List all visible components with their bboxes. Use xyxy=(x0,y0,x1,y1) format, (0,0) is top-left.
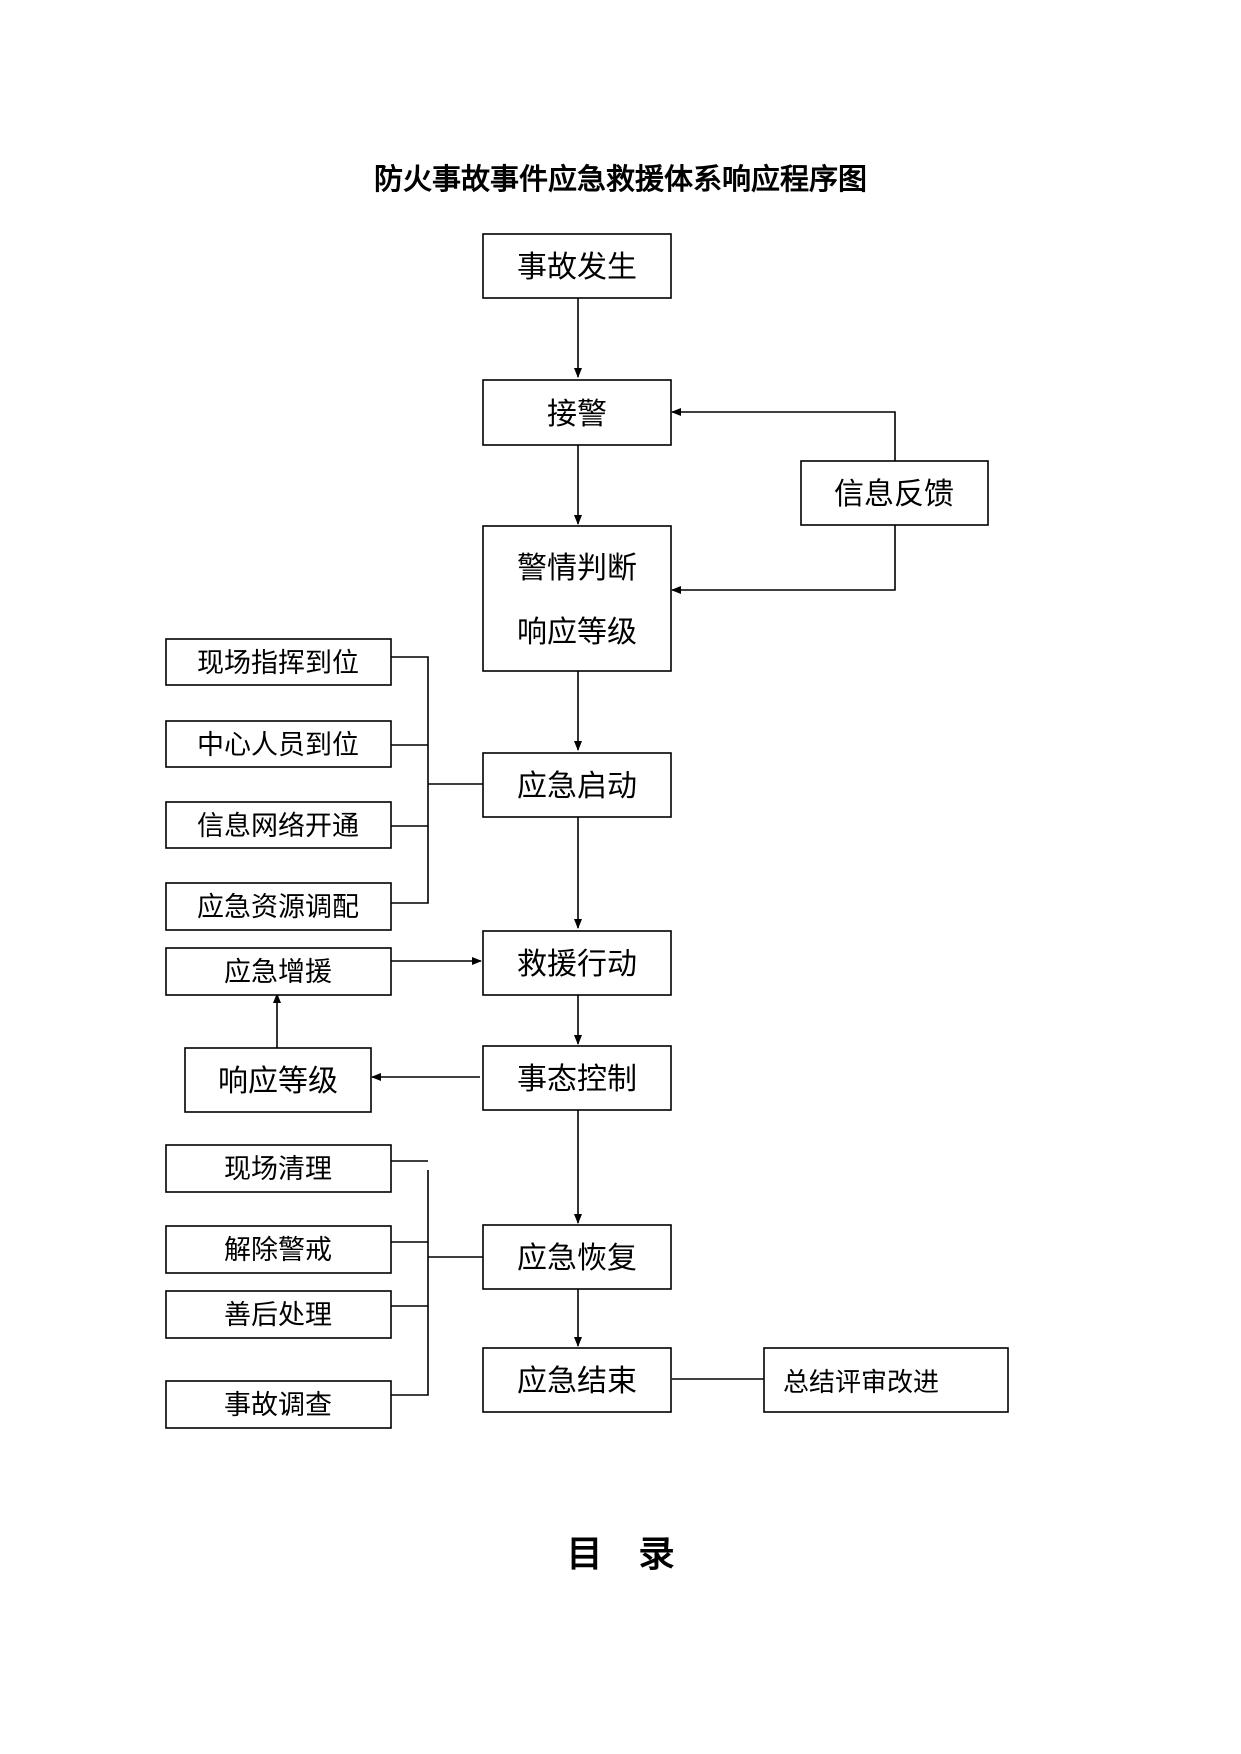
node-label-line2: 响应等级 xyxy=(517,615,637,650)
node-label: 中心人员到位 xyxy=(197,730,359,761)
node-label: 信息网络开通 xyxy=(197,811,359,842)
node-label: 应急启动 xyxy=(517,769,637,804)
node-label: 善后处理 xyxy=(224,1300,332,1331)
node-label: 应急资源调配 xyxy=(197,892,359,923)
node-label: 事故发生 xyxy=(517,250,637,285)
node-resource-allocation: 应急资源调配 xyxy=(165,882,392,931)
node-emergency-recovery: 应急恢复 xyxy=(482,1224,672,1290)
node-receive-alarm: 接警 xyxy=(482,379,672,446)
node-judgment: 警情判断 响应等级 xyxy=(482,525,672,672)
page-title: 防火事故事件应急救援体系响应程序图 xyxy=(373,162,867,196)
node-lift-alert: 解除警戒 xyxy=(165,1225,392,1274)
node-reinforcement: 应急增援 xyxy=(165,947,392,996)
node-network-open: 信息网络开通 xyxy=(165,801,392,849)
node-onsite-command: 现场指挥到位 xyxy=(165,638,392,686)
node-response-level: 响应等级 xyxy=(184,1047,372,1113)
node-label: 接警 xyxy=(547,397,607,432)
node-label: 信息反馈 xyxy=(834,477,954,512)
node-summary-review: 总结评审改进 xyxy=(763,1347,1009,1413)
node-label: 应急结束 xyxy=(517,1364,637,1399)
connectors xyxy=(273,298,896,1396)
node-label-line1: 警情判断 xyxy=(517,551,637,586)
node-feedback: 信息反馈 xyxy=(800,460,989,526)
node-label: 救援行动 xyxy=(517,947,637,982)
node-label: 现场清理 xyxy=(224,1154,332,1185)
node-label: 解除警戒 xyxy=(224,1235,332,1266)
node-accident-investigation: 事故调查 xyxy=(165,1380,392,1429)
node-label: 总结评审改进 xyxy=(783,1368,939,1398)
node-emergency-start: 应急启动 xyxy=(482,752,672,818)
node-label: 现场指挥到位 xyxy=(197,648,359,679)
node-center-staff: 中心人员到位 xyxy=(165,720,392,768)
node-label: 事态控制 xyxy=(517,1062,637,1097)
node-rescue-action: 救援行动 xyxy=(482,930,672,996)
node-label: 响应等级 xyxy=(218,1064,338,1099)
node-label: 事故调查 xyxy=(224,1390,332,1421)
node-label: 应急恢复 xyxy=(517,1241,637,1276)
toc-heading: 目 录 xyxy=(566,1533,675,1575)
node-emergency-end: 应急结束 xyxy=(482,1347,672,1413)
node-label: 应急增援 xyxy=(224,957,332,988)
node-accident-occurs: 事故发生 xyxy=(482,233,672,299)
node-aftermath: 善后处理 xyxy=(165,1290,392,1339)
node-situation-control: 事态控制 xyxy=(482,1045,672,1111)
node-site-cleanup: 现场清理 xyxy=(165,1144,392,1193)
